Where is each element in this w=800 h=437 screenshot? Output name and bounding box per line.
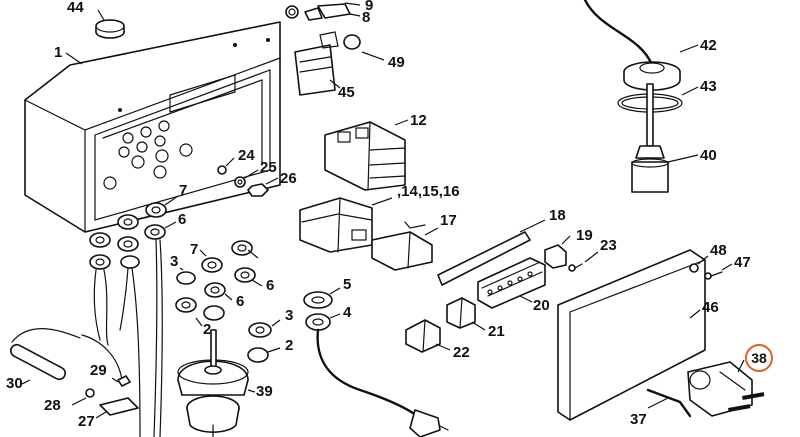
callout-23: 23 [600,237,617,254]
terminal-strip-part [477,257,546,309]
capacitor-part [371,221,439,271]
callout-42: 42 [700,37,717,54]
terminal-21-part [446,297,486,331]
relay-part [294,31,385,96]
washer-screw-nut-parts [217,157,279,197]
callout-9: 9 [365,0,374,14]
callout-3a: 3 [170,253,179,270]
callout-3b: 3 [285,307,294,324]
switch-part [71,375,139,419]
callout-26: 26 [280,170,297,187]
callout-4: 4 [343,304,352,321]
callout-20: 20 [533,297,550,314]
callout-29: 29 [90,362,107,379]
callout-17: 17 [440,212,457,229]
callout-19: 19 [576,227,593,244]
terminal-22-part [405,319,451,353]
callout-28: 28 [44,397,61,414]
level-sensor-part [583,0,699,193]
callout-12: 12 [410,112,427,129]
washer-screw-47-48-parts [689,255,733,280]
fuse-holder-part [285,2,361,21]
callout-8: 8 [362,9,371,26]
callout-43: 43 [700,78,717,95]
plug-part [646,359,765,418]
callout-38-highlighted: 38 [745,344,773,372]
circuit-plate-part [557,249,706,421]
callout-25: 25 [260,159,277,176]
callout-27: 27 [78,413,95,430]
callout-18: 18 [549,207,566,224]
wiring-part [81,239,163,437]
callout-2a: 2 [203,321,212,338]
callout-6c: 6 [236,293,245,310]
callout-46: 46 [702,299,719,316]
callout-6b: 6 [266,277,275,294]
contactor-part [324,119,409,191]
callout-1: 1 [54,44,63,61]
callout-45: 45 [338,84,355,101]
callout-7b: 7 [190,241,199,258]
callout-49: 49 [388,54,405,71]
callout-30: 30 [6,375,23,392]
grommet-part [95,9,125,39]
clamp-part [544,235,599,272]
callout-39: 39 [256,383,273,400]
large-grommet-part [177,329,256,437]
temperature-probe-part [10,328,81,385]
mains-cord-part [316,328,449,437]
callout-48: 48 [710,242,727,259]
callout-14-15-16: ,14,15,16 [397,183,460,200]
cable-glands-part [89,195,341,363]
mounting-rail-part [437,219,546,286]
callout-37: 37 [630,411,647,428]
callout-47: 47 [734,254,751,271]
callout-5: 5 [343,276,352,293]
callout-24: 24 [238,147,255,164]
control-box-part [24,21,281,233]
callout-40: 40 [700,147,717,164]
callout-6a: 6 [178,211,187,228]
callout-21: 21 [488,323,505,340]
callout-7a: 7 [179,182,188,199]
callout-2b: 2 [285,337,294,354]
callout-22: 22 [453,344,470,361]
callout-44: 44 [67,0,84,16]
